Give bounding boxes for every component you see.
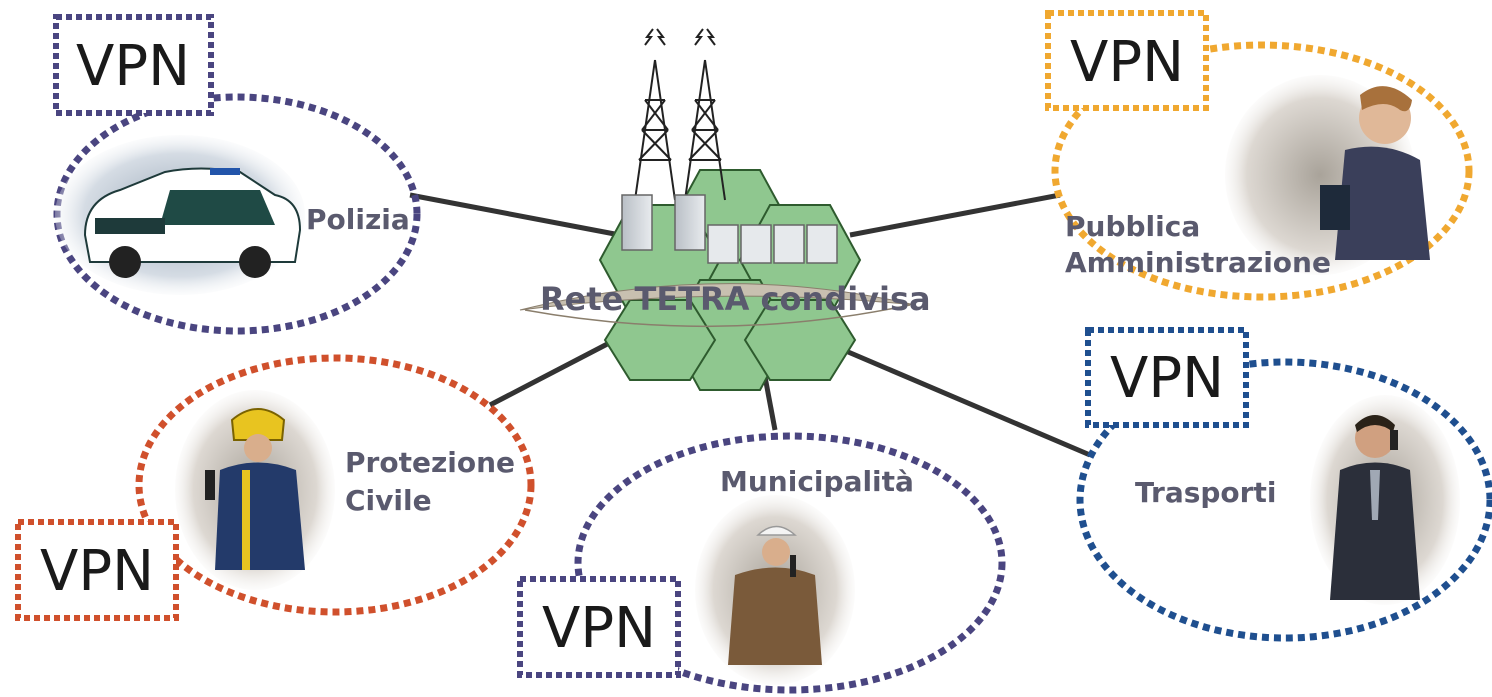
municipalita-label: Municipalità — [720, 465, 914, 498]
vpn-box-municipalita — [517, 576, 681, 678]
administration-worker-image — [1225, 75, 1430, 275]
vpn-label-polizia: VPN — [76, 34, 190, 99]
label-swoosh-lower — [524, 304, 911, 328]
vpn-box-pubblica — [1045, 10, 1209, 111]
group-municipalita: Municipalità VPN — [517, 432, 1006, 694]
trasporti-label: Trasporti — [1135, 476, 1276, 509]
vpn-label-municipalita: VPN — [542, 596, 656, 661]
transport-driver-image — [1310, 395, 1460, 605]
firefighter-image — [175, 390, 335, 590]
network-links — [409, 192, 1091, 458]
municipalita-ellipse — [574, 432, 1006, 694]
pubblica-ellipse — [1051, 41, 1473, 301]
protezione-label-line1: Protezione — [345, 446, 515, 479]
municipal-worker-image — [695, 495, 855, 685]
server-cabinet-icon — [621, 194, 838, 264]
trasporti-ellipse — [1076, 358, 1492, 642]
label-swoosh — [519, 283, 916, 311]
vpn-label-pubblica: VPN — [1070, 30, 1184, 95]
polizia-label: Polizia — [306, 203, 410, 236]
tetra-network-cloud: Rete TETRA condivisa — [519, 28, 931, 391]
vpn-box-trasporti — [1085, 327, 1249, 428]
police-car-image — [55, 135, 305, 295]
group-polizia: Polizia VPN — [53, 14, 421, 335]
vpn-label-trasporti: VPN — [1110, 346, 1224, 411]
link-trasporti — [819, 337, 1091, 458]
vpn-box-protezione — [15, 519, 179, 621]
vpn-label-protezione: VPN — [40, 539, 154, 604]
protezione-label-line2: Civile — [345, 484, 432, 517]
group-protezione-civile: Protezione Civile VPN — [15, 354, 535, 621]
link-pubblica — [849, 192, 1061, 238]
vpn-box-polizia — [53, 14, 214, 116]
pubblica-label-line1: Pubblica — [1065, 210, 1200, 243]
group-pubblica-amministrazione: Pubblica Amministrazione VPN — [1045, 10, 1473, 301]
link-protezione — [488, 337, 617, 408]
pubblica-label-line2: Amministrazione — [1065, 246, 1331, 279]
group-trasporti: Trasporti VPN — [1076, 327, 1492, 642]
protezione-ellipse — [135, 354, 535, 616]
antenna-tower-icon — [634, 28, 726, 201]
link-polizia — [409, 192, 621, 238]
center-label: Rete TETRA condivisa — [540, 280, 931, 318]
